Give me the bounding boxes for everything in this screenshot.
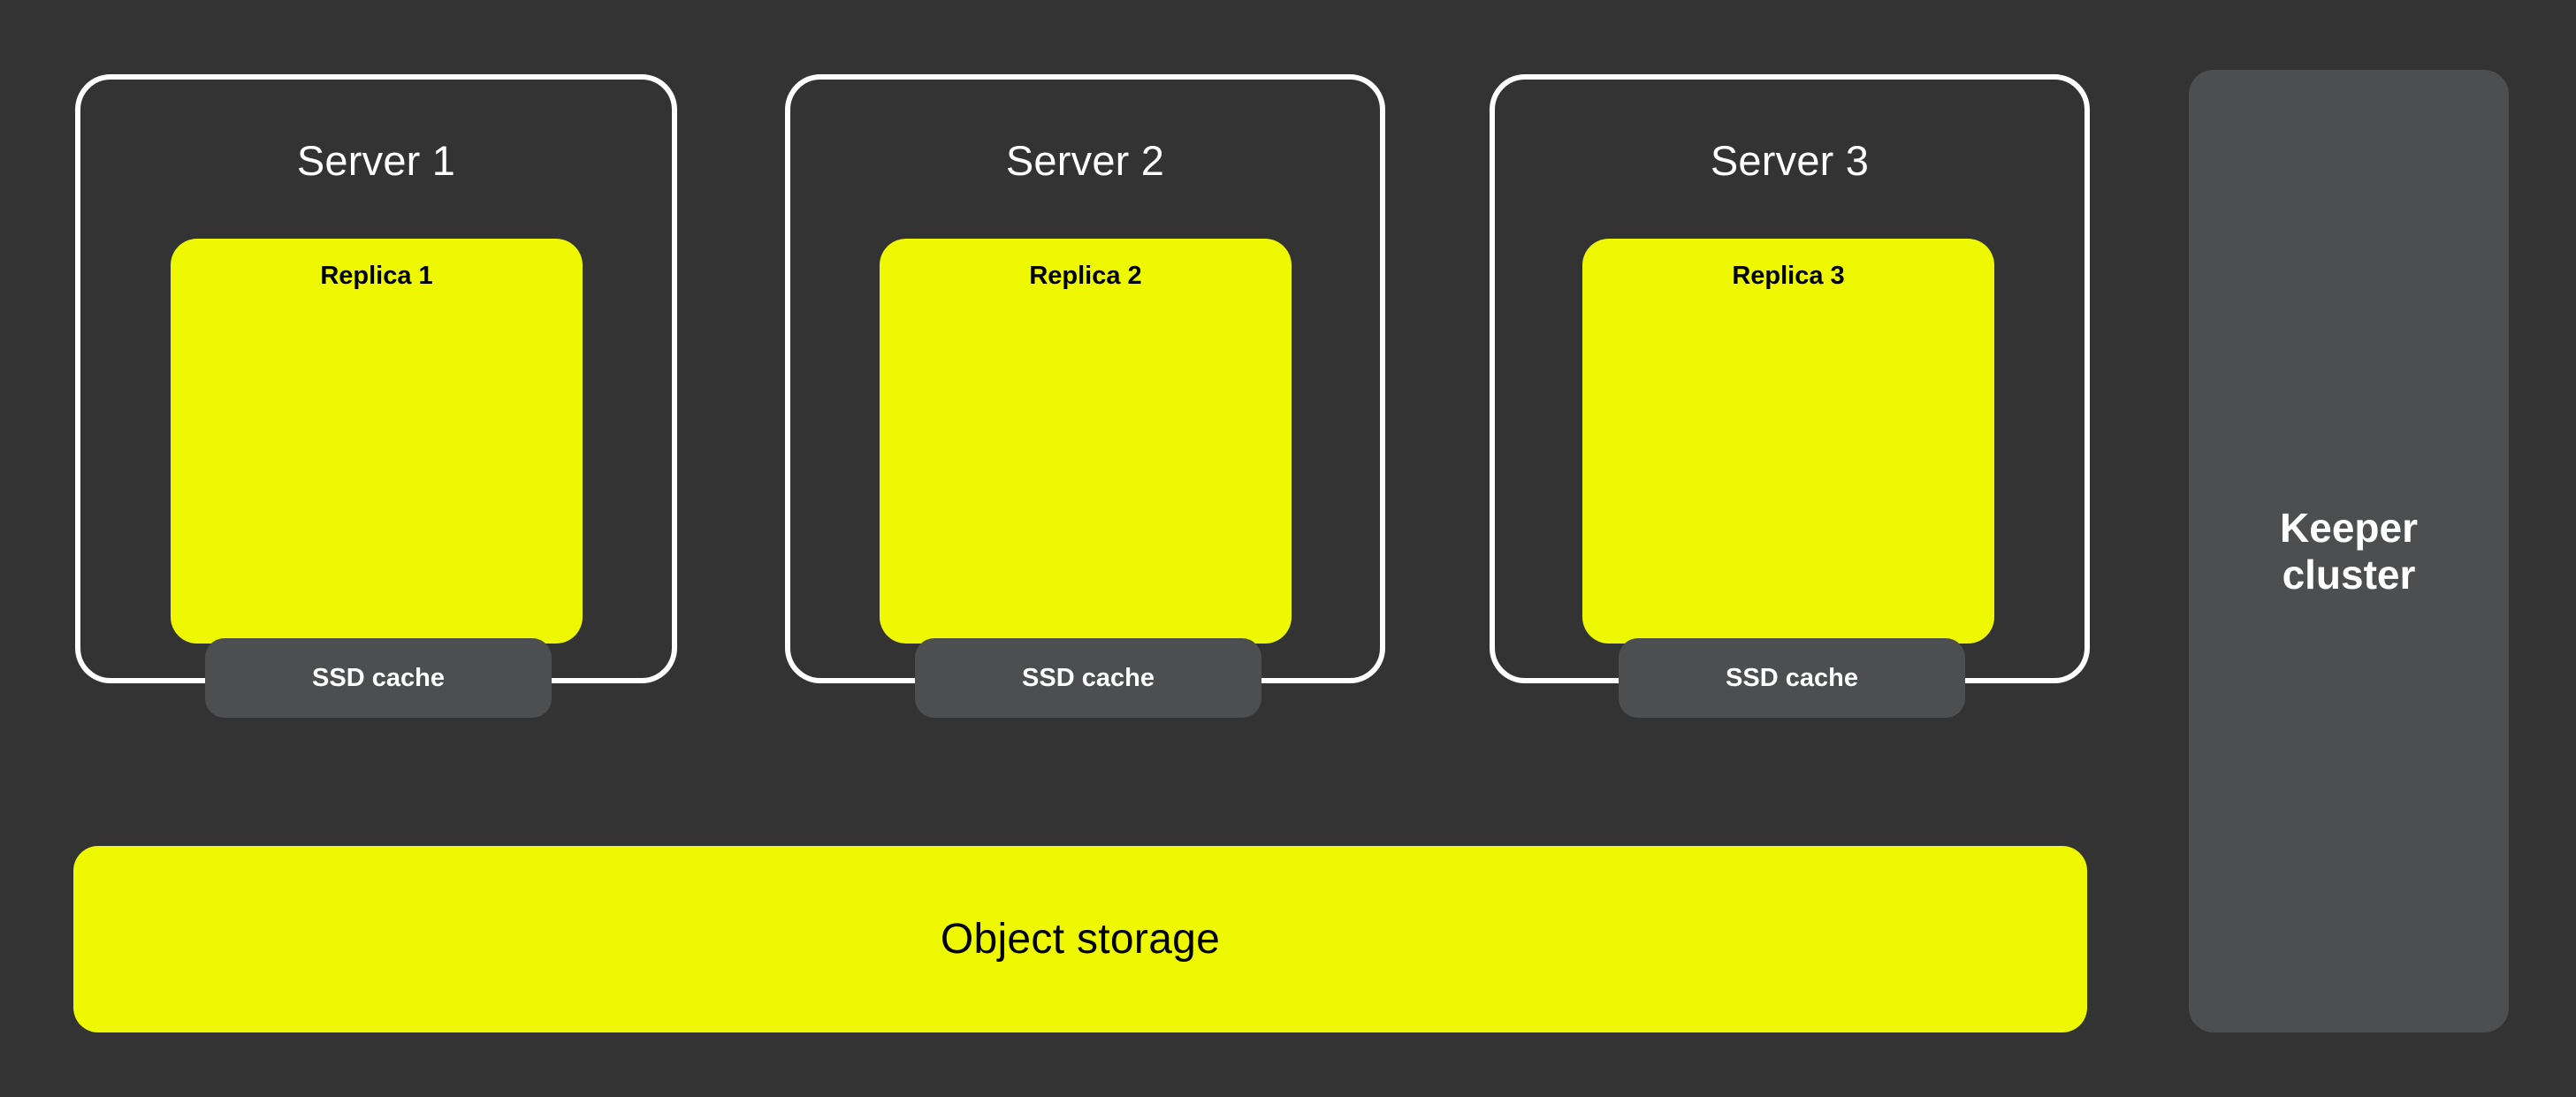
server-title-3: Server 3: [1710, 137, 1870, 184]
ssd-cache-label-1: SSD cache: [312, 663, 445, 692]
replica-box-2: Replica 2: [880, 239, 1292, 644]
server-title-2: Server 2: [1005, 137, 1165, 184]
ssd-cache-box-2: SSD cache: [915, 638, 1261, 718]
replica-label-1: Replica 1: [320, 262, 433, 290]
replica-box-1: Replica 1: [171, 239, 583, 644]
replica-label-3: Replica 3: [1732, 262, 1845, 290]
ssd-cache-label-3: SSD cache: [1726, 663, 1858, 692]
server-title-1: Server 1: [296, 137, 456, 184]
replica-box-3: Replica 3: [1582, 239, 1994, 644]
object-storage-label: Object storage: [940, 915, 1221, 963]
keeper-cluster-box: Keeper cluster: [2189, 70, 2509, 1032]
ssd-cache-label-2: SSD cache: [1022, 663, 1155, 692]
replica-label-2: Replica 2: [1029, 262, 1142, 290]
ssd-cache-box-1: SSD cache: [205, 638, 552, 718]
keeper-cluster-label: Keeper cluster: [2280, 504, 2418, 598]
object-storage-box: Object storage: [73, 846, 2087, 1032]
ssd-cache-box-3: SSD cache: [1619, 638, 1965, 718]
